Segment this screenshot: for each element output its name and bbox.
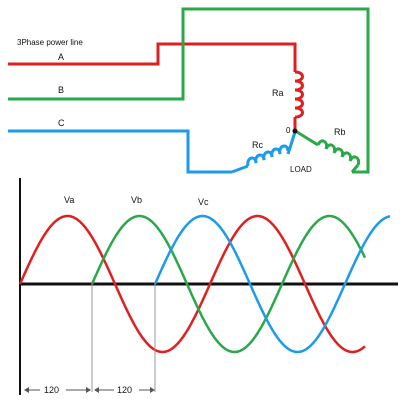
series-vc-curve <box>153 214 391 354</box>
phase-shift-marker-2: 120 <box>94 385 155 395</box>
series-vb-curve <box>90 214 367 354</box>
resistor-rc-coil <box>231 131 297 174</box>
series-vc-label: Vc <box>198 197 209 207</box>
phase-shift-label-2: 120 <box>117 385 132 395</box>
series-vb-label: Vb <box>131 195 142 205</box>
line-b-wire <box>8 7 370 174</box>
resistor-rb-label: Rb <box>334 127 346 137</box>
waveform-plot <box>18 178 398 395</box>
line-c-wire <box>8 129 232 174</box>
phase-shift-marker-1: 120 <box>24 385 91 395</box>
series-va-label: Va <box>64 195 74 205</box>
line-a-wire <box>8 42 297 72</box>
line-b-label: B <box>58 85 64 95</box>
diagram-title: 3Phase power line <box>17 38 83 47</box>
resistor-ra-coil <box>293 70 304 130</box>
load-label: LOAD <box>290 165 312 174</box>
resistor-rb-coil <box>296 130 361 173</box>
phase-shift-label-1: 120 <box>44 385 59 395</box>
line-a-label: A <box>58 52 64 62</box>
resistor-ra-label: Ra <box>272 88 284 98</box>
neutral-point <box>292 128 298 134</box>
series-va-curve <box>18 214 366 354</box>
line-c-label: C <box>58 118 65 128</box>
resistor-rc-label: Rc <box>252 140 263 150</box>
neutral-label: 0 <box>286 126 291 135</box>
